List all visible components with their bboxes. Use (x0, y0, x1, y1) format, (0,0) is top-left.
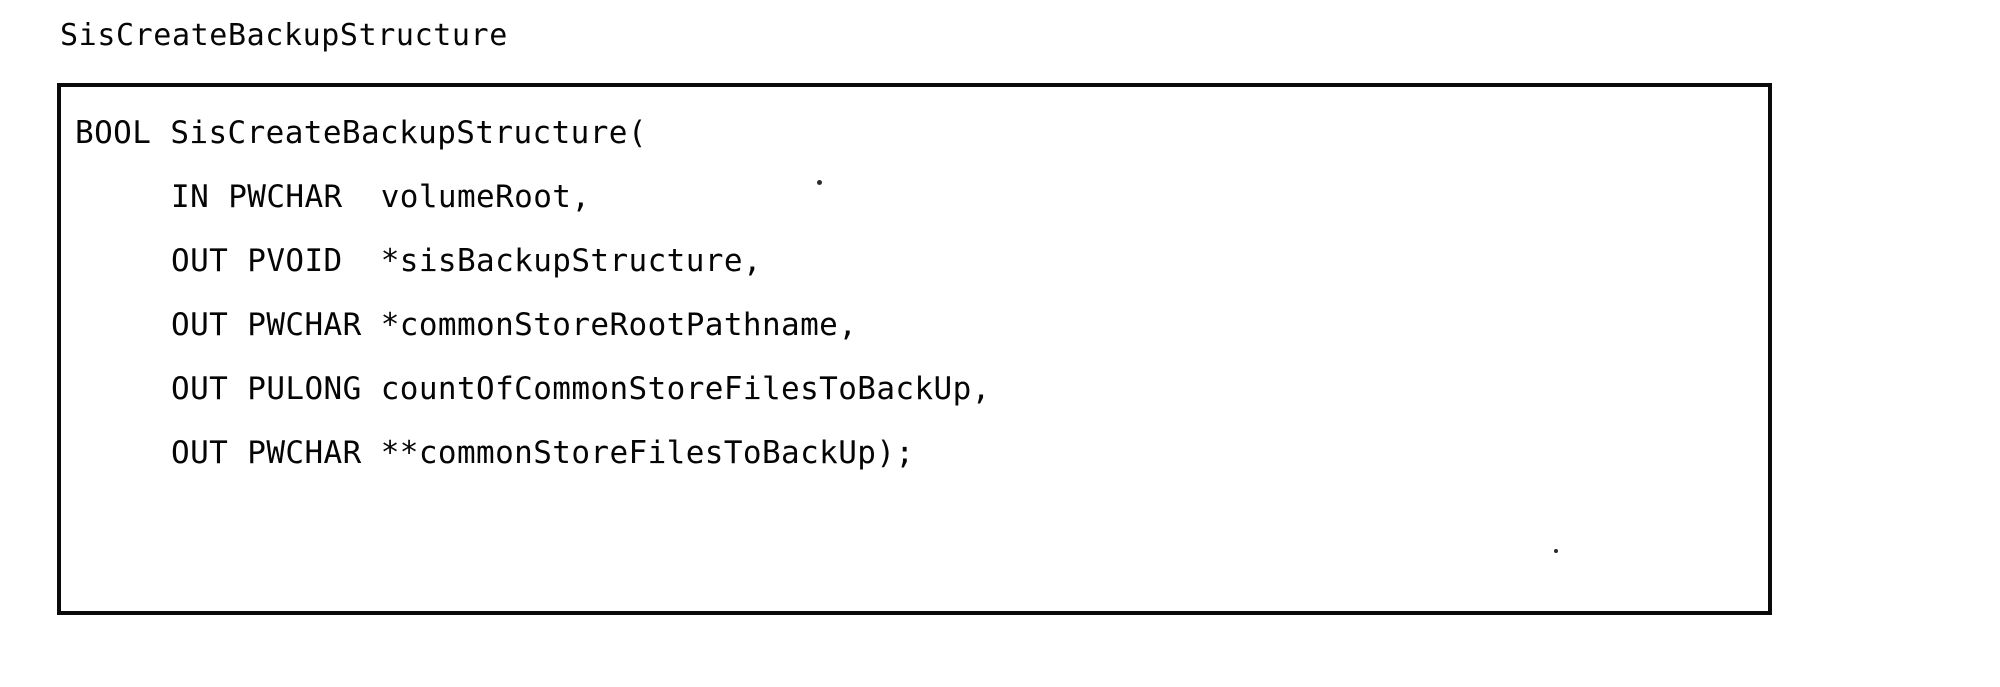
scan-speckle-artifact (1554, 549, 1558, 553)
code-line: OUT PWCHAR *commonStoreRootPathname, (171, 307, 858, 343)
scan-speckle-artifact (817, 180, 822, 185)
code-line: OUT PULONG countOfCommonStoreFilesToBack… (171, 371, 991, 407)
code-line: BOOL SisCreateBackupStructure( (75, 115, 647, 151)
code-line-list: BOOL SisCreateBackupStructure( IN PWCHAR… (61, 87, 1768, 611)
page-title: SisCreateBackupStructure (60, 18, 508, 53)
code-block-container: BOOL SisCreateBackupStructure( IN PWCHAR… (57, 83, 1772, 615)
code-line: IN PWCHAR volumeRoot, (171, 179, 591, 215)
code-line: OUT PVOID *sisBackupStructure, (171, 243, 762, 279)
code-line: OUT PWCHAR **commonStoreFilesToBackUp); (171, 435, 915, 471)
